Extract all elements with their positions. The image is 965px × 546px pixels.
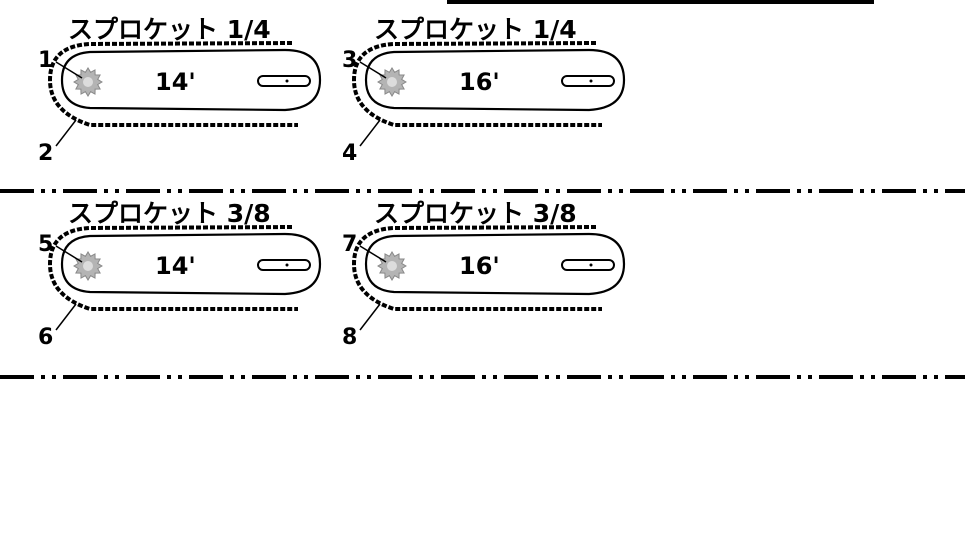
bar-slot — [561, 259, 615, 271]
sprocket-icon — [73, 67, 103, 97]
guide-bar-outline — [60, 232, 322, 296]
chain-diagram-4: 16' スプロケット 3/8 7 8 — [334, 194, 634, 349]
callout-number: 6 — [38, 325, 54, 350]
callout-number: 1 — [38, 48, 54, 73]
chainsaw-bar-drawing: 14' — [47, 41, 322, 147]
chain-diagram-3: 14' スプロケット 3/8 5 6 — [30, 194, 330, 349]
bar-length-label: 14' — [155, 252, 196, 280]
saw-chain — [47, 41, 298, 127]
sprocket-icon — [73, 251, 103, 281]
sprocket-title: スプロケット 1/4 — [374, 15, 577, 44]
bar-length-label: 16' — [459, 68, 500, 96]
guide-bar-outline — [364, 232, 626, 296]
saw-chain — [351, 225, 602, 311]
saw-chain — [351, 41, 602, 127]
chainsaw-bar-drawing: 14' — [47, 225, 322, 331]
bar-length-label: 14' — [155, 68, 196, 96]
callout-number: 5 — [38, 232, 54, 257]
slot-dot — [285, 263, 289, 267]
callout-number: 7 — [342, 232, 358, 257]
callout-leader — [359, 61, 387, 79]
slot-dot — [589, 79, 593, 83]
callout-leader — [359, 245, 387, 263]
callout-number: 8 — [342, 325, 358, 350]
callout-leader — [55, 61, 83, 79]
sprocket-title: スプロケット 3/8 — [68, 199, 271, 228]
callout-number: 4 — [342, 141, 358, 166]
callout-number: 2 — [38, 141, 54, 166]
bar-slot — [561, 75, 615, 87]
callout-number: 3 — [342, 48, 358, 73]
slot-dot — [285, 79, 289, 83]
top-rule — [447, 0, 874, 4]
dash-dot-separator — [0, 365, 965, 379]
chain-diagram-2: 16' スプロケット 1/4 3 4 — [334, 10, 634, 165]
guide-bar-outline — [364, 48, 626, 112]
bar-slot — [257, 75, 311, 87]
sprocket-title: スプロケット 1/4 — [68, 15, 271, 44]
chainsaw-bar-drawing: 16' — [351, 41, 626, 147]
sprocket-icon — [377, 251, 407, 281]
callout-leader — [55, 303, 77, 331]
slot-dot — [589, 263, 593, 267]
callout-leader — [55, 245, 83, 263]
chainsaw-bar-drawing: 16' — [351, 225, 626, 331]
callout-leader — [55, 119, 77, 147]
sprocket-icon — [377, 67, 407, 97]
bar-length-label: 16' — [459, 252, 500, 280]
saw-chain — [47, 225, 298, 311]
bar-slot — [257, 259, 311, 271]
guide-bar-outline — [60, 48, 322, 112]
sprocket-title: スプロケット 3/8 — [374, 199, 577, 228]
chain-diagram-1: 14' スプロケット 1/4 1 2 — [30, 10, 330, 165]
dash-dot-separator — [0, 179, 965, 193]
callout-leader — [359, 119, 381, 147]
callout-leader — [359, 303, 381, 331]
